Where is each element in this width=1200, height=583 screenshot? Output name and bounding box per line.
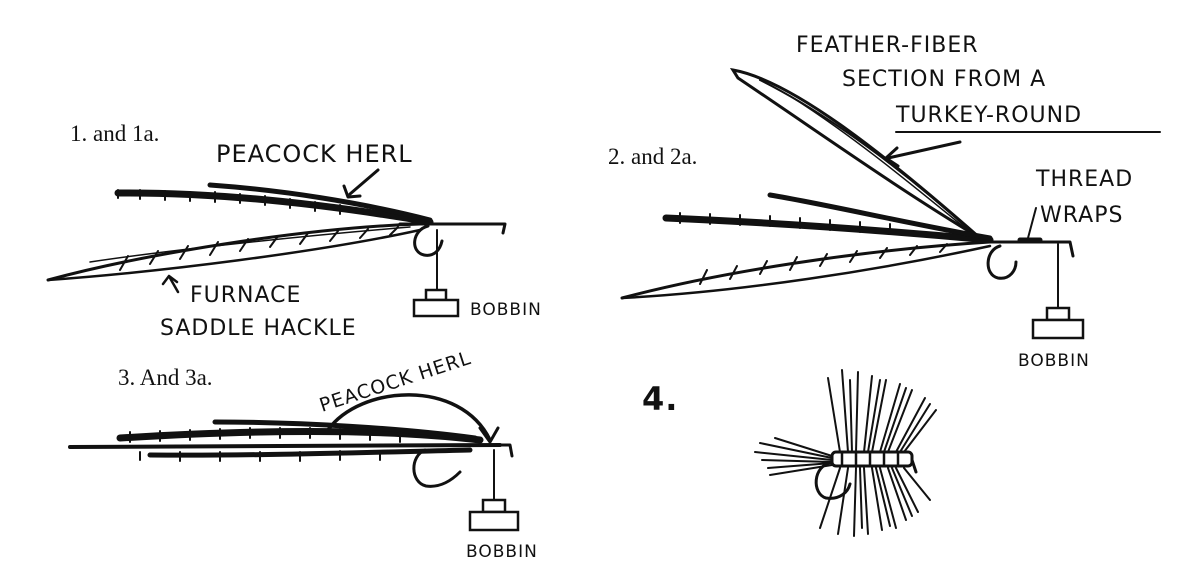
step-3-number-label: 3. And 3a. <box>118 365 213 390</box>
step-4-tail <box>754 437 833 476</box>
step-2-fiber-label-line-2: SECTION FROM A <box>842 67 1046 92</box>
step-2-number-label: 2. and 2a. <box>608 144 697 169</box>
step-4-hackle-upper <box>827 369 937 453</box>
step-4-hook <box>814 450 918 500</box>
step-1-hackle-arrow <box>161 274 180 294</box>
step-1-bobbin <box>412 229 460 318</box>
step-3-wrap-arrow <box>326 393 500 444</box>
step-3: 3. And 3a. PEACOCK HERL BOBBIN <box>68 347 538 562</box>
step-1-hackle-label-line-1: FURNACE <box>190 283 301 308</box>
step-3-fly-body <box>68 419 502 462</box>
step-2-peacock-herl <box>662 192 994 244</box>
step-2-thread-label-line-2: WRAPS <box>1040 203 1123 228</box>
step-1-saddle-hackle <box>46 222 422 282</box>
step-3-bobbin <box>468 449 520 532</box>
step-2-fiber-arrow <box>884 140 962 168</box>
step-1-hook <box>398 222 507 257</box>
step-1-bobbin-label: BOBBIN <box>470 300 542 320</box>
step-1-number-label: 1. and 1a. <box>70 121 159 146</box>
step-2-hook <box>978 237 1075 280</box>
step-4-number-label: 4. <box>642 380 678 418</box>
step-3-peacock-herl-label: PEACOCK HERL <box>317 347 474 417</box>
step-2-bobbin <box>1031 243 1085 340</box>
step-2-thread-label-line-1: THREAD <box>1035 167 1133 192</box>
step-2-fiber-label-line-1: FEATHER-FIBER <box>796 33 979 58</box>
step-2-thread-pointer <box>1027 207 1037 239</box>
step-1-peacock-herl-label: PEACOCK HERL <box>216 140 413 168</box>
step-2-saddle-hackle <box>620 240 992 300</box>
step-2-feather-fiber-section <box>729 67 981 240</box>
step-3-bobbin-label: BOBBIN <box>466 542 538 562</box>
step-1-peacock-herl <box>114 182 434 226</box>
step-1: 1. and 1a. PEACOCK HERL <box>46 121 542 341</box>
step-1-hackle-label-line-2: SADDLE HACKLE <box>160 316 357 341</box>
step-2-fiber-label-line-3: TURKEY-ROUND <box>895 103 1082 128</box>
step-4: 4. <box>642 369 937 537</box>
step-2-bobbin-label: BOBBIN <box>1018 351 1090 371</box>
step-4-hackle-lower <box>819 467 931 537</box>
step-2: 2. and 2a. FEATHER-FIBER SECTION FROM A … <box>608 33 1161 371</box>
step-1-herl-arrow <box>342 168 380 199</box>
step-3-hook <box>412 443 514 488</box>
